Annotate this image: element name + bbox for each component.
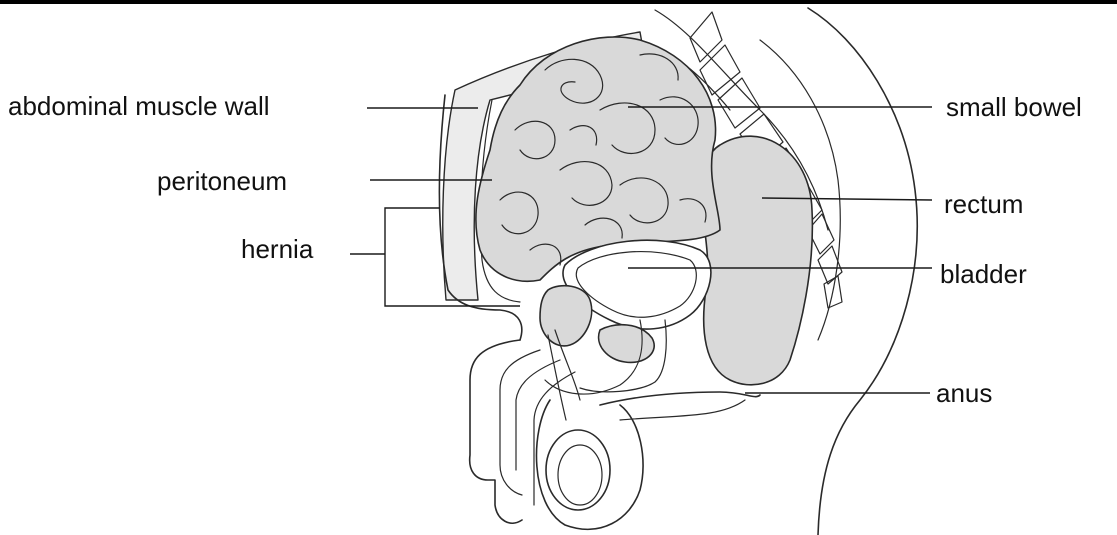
perineum-lower (620, 400, 745, 420)
hernia-sac (540, 286, 592, 346)
label-small-bowel: small bowel (946, 92, 1082, 122)
back-outline (808, 8, 917, 535)
perineum-outline (600, 392, 760, 405)
rectum-shape (702, 136, 813, 385)
testis (546, 430, 610, 510)
pelvis-illustration (439, 8, 917, 535)
label-hernia: hernia (241, 234, 314, 264)
label-peritoneum: peritoneum (157, 166, 287, 196)
prostate (599, 325, 655, 363)
top-frame-bar (0, 0, 1117, 4)
penis-outline (470, 340, 522, 523)
label-bladder: bladder (940, 259, 1027, 289)
label-rectum: rectum (944, 189, 1023, 219)
spermatic-cord-2 (548, 335, 566, 420)
label-abdominal-muscle-wall: abdominal muscle wall (8, 91, 270, 121)
label-anus: anus (936, 378, 992, 408)
